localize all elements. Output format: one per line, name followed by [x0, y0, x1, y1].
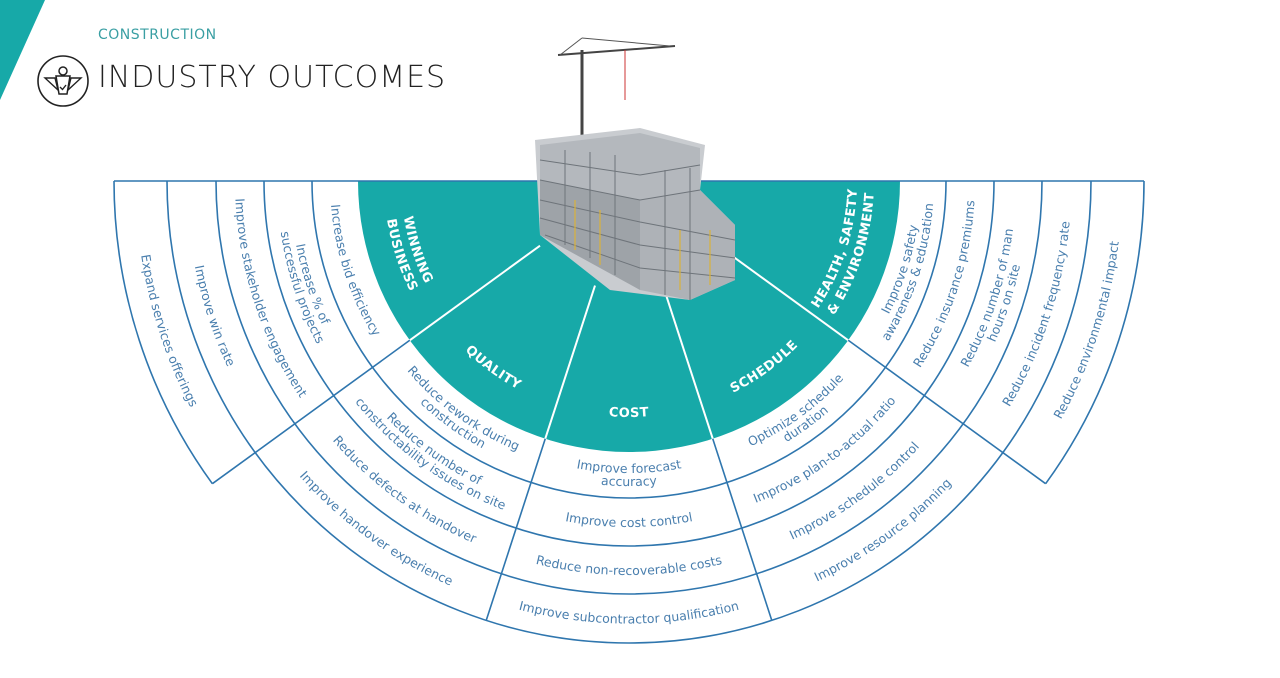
- outcome-label: Improve win rate: [192, 264, 239, 369]
- ring-boundary: [215, 180, 1043, 595]
- core-divider: [662, 285, 714, 440]
- ring-boundary: [166, 180, 1092, 644]
- outcome-label: Improve subcontractor qualification: [518, 598, 741, 627]
- sector-label-cost: COST: [608, 405, 649, 421]
- outcome-label: Reduce non-recoverable costs: [535, 552, 724, 578]
- sector-divider: [847, 339, 1047, 485]
- core-divider: [544, 285, 596, 440]
- core-divider: [717, 244, 849, 342]
- sector-divider: [211, 339, 411, 485]
- outcome-label: Improve cost control: [564, 509, 693, 530]
- ring-boundary: [263, 180, 995, 547]
- sector-divider: [711, 438, 773, 621]
- core-semicircle: [358, 181, 900, 452]
- corner-accent: [0, 0, 45, 100]
- outcome-label-path: Improve cost control: [564, 509, 693, 530]
- ring-boundary: [311, 180, 947, 499]
- outcome-label-path: accuracy: [601, 473, 658, 489]
- sector-divider: [485, 438, 547, 621]
- outcome-label-path: Reduce non-recoverable costs: [535, 552, 724, 578]
- outcome-label: accuracy: [601, 473, 658, 489]
- page-title: INDUSTRY OUTCOMES: [98, 60, 447, 95]
- outcome-label-path: Improve win rate: [192, 264, 239, 369]
- core-divider: [409, 244, 541, 342]
- ring-boundary: [1044, 180, 1145, 485]
- ring-boundary: [113, 180, 214, 485]
- industry-outcomes-badge-icon: [37, 55, 89, 107]
- outcome-label-path: Improve forecast: [576, 456, 683, 476]
- building-under-construction-image: [535, 37, 736, 300]
- sector-label-cost-path: COST: [608, 405, 649, 421]
- outcome-label-path: Improve subcontractor qualification: [518, 598, 741, 627]
- outcome-label: Improve forecast: [576, 456, 683, 476]
- section-kicker: CONSTRUCTION: [98, 27, 217, 43]
